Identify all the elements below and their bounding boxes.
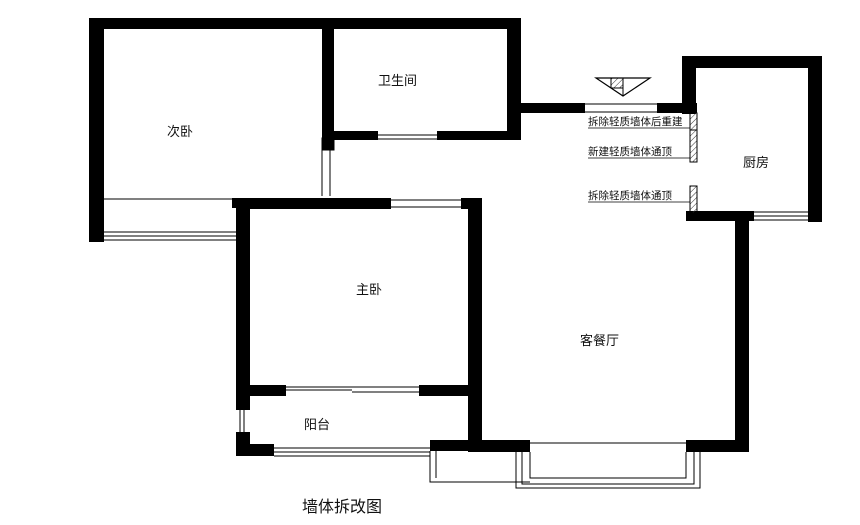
- new-wall: [689, 129, 698, 163]
- note-leaders: [588, 127, 690, 203]
- entrance-door: [585, 103, 657, 113]
- second-bedroom-label: 次卧: [167, 124, 193, 140]
- second-bedroom-window: [104, 198, 236, 241]
- bathroom-label: 卫生间: [378, 74, 417, 89]
- entrance-arrow-icon: [594, 77, 652, 97]
- removed-wall-upper: [689, 112, 698, 131]
- note-remove-wall: 拆除轻质墙体通顶: [588, 189, 672, 202]
- living-room-walls: [468, 212, 749, 452]
- drawing-title: 墙体拆改图: [302, 497, 382, 516]
- hall-top-wall: [521, 103, 697, 113]
- bathroom-door: [378, 134, 437, 140]
- second-bedroom-door: [321, 137, 335, 196]
- balcony-windows: [239, 396, 430, 457]
- bathroom-walls: [334, 18, 521, 140]
- balcony-label: 阳台: [304, 418, 330, 433]
- living-room-bay-window: [429, 442, 701, 489]
- note-remove-rebuild: 拆除轻质墙体后重建: [588, 115, 683, 128]
- kitchen-walls: [682, 56, 822, 222]
- living-dining-label: 客餐厅: [580, 333, 619, 349]
- kitchen-window: [754, 211, 808, 221]
- master-bedroom-walls: [236, 198, 482, 445]
- note-new-wall: 新建轻质墙体通顶: [588, 145, 672, 158]
- master-bedroom-balcony-door: [286, 386, 419, 393]
- master-bedroom-door: [391, 199, 461, 208]
- removed-wall-lower: [689, 185, 698, 214]
- kitchen-label: 厨房: [743, 155, 769, 171]
- master-bedroom-label: 主卧: [356, 283, 382, 298]
